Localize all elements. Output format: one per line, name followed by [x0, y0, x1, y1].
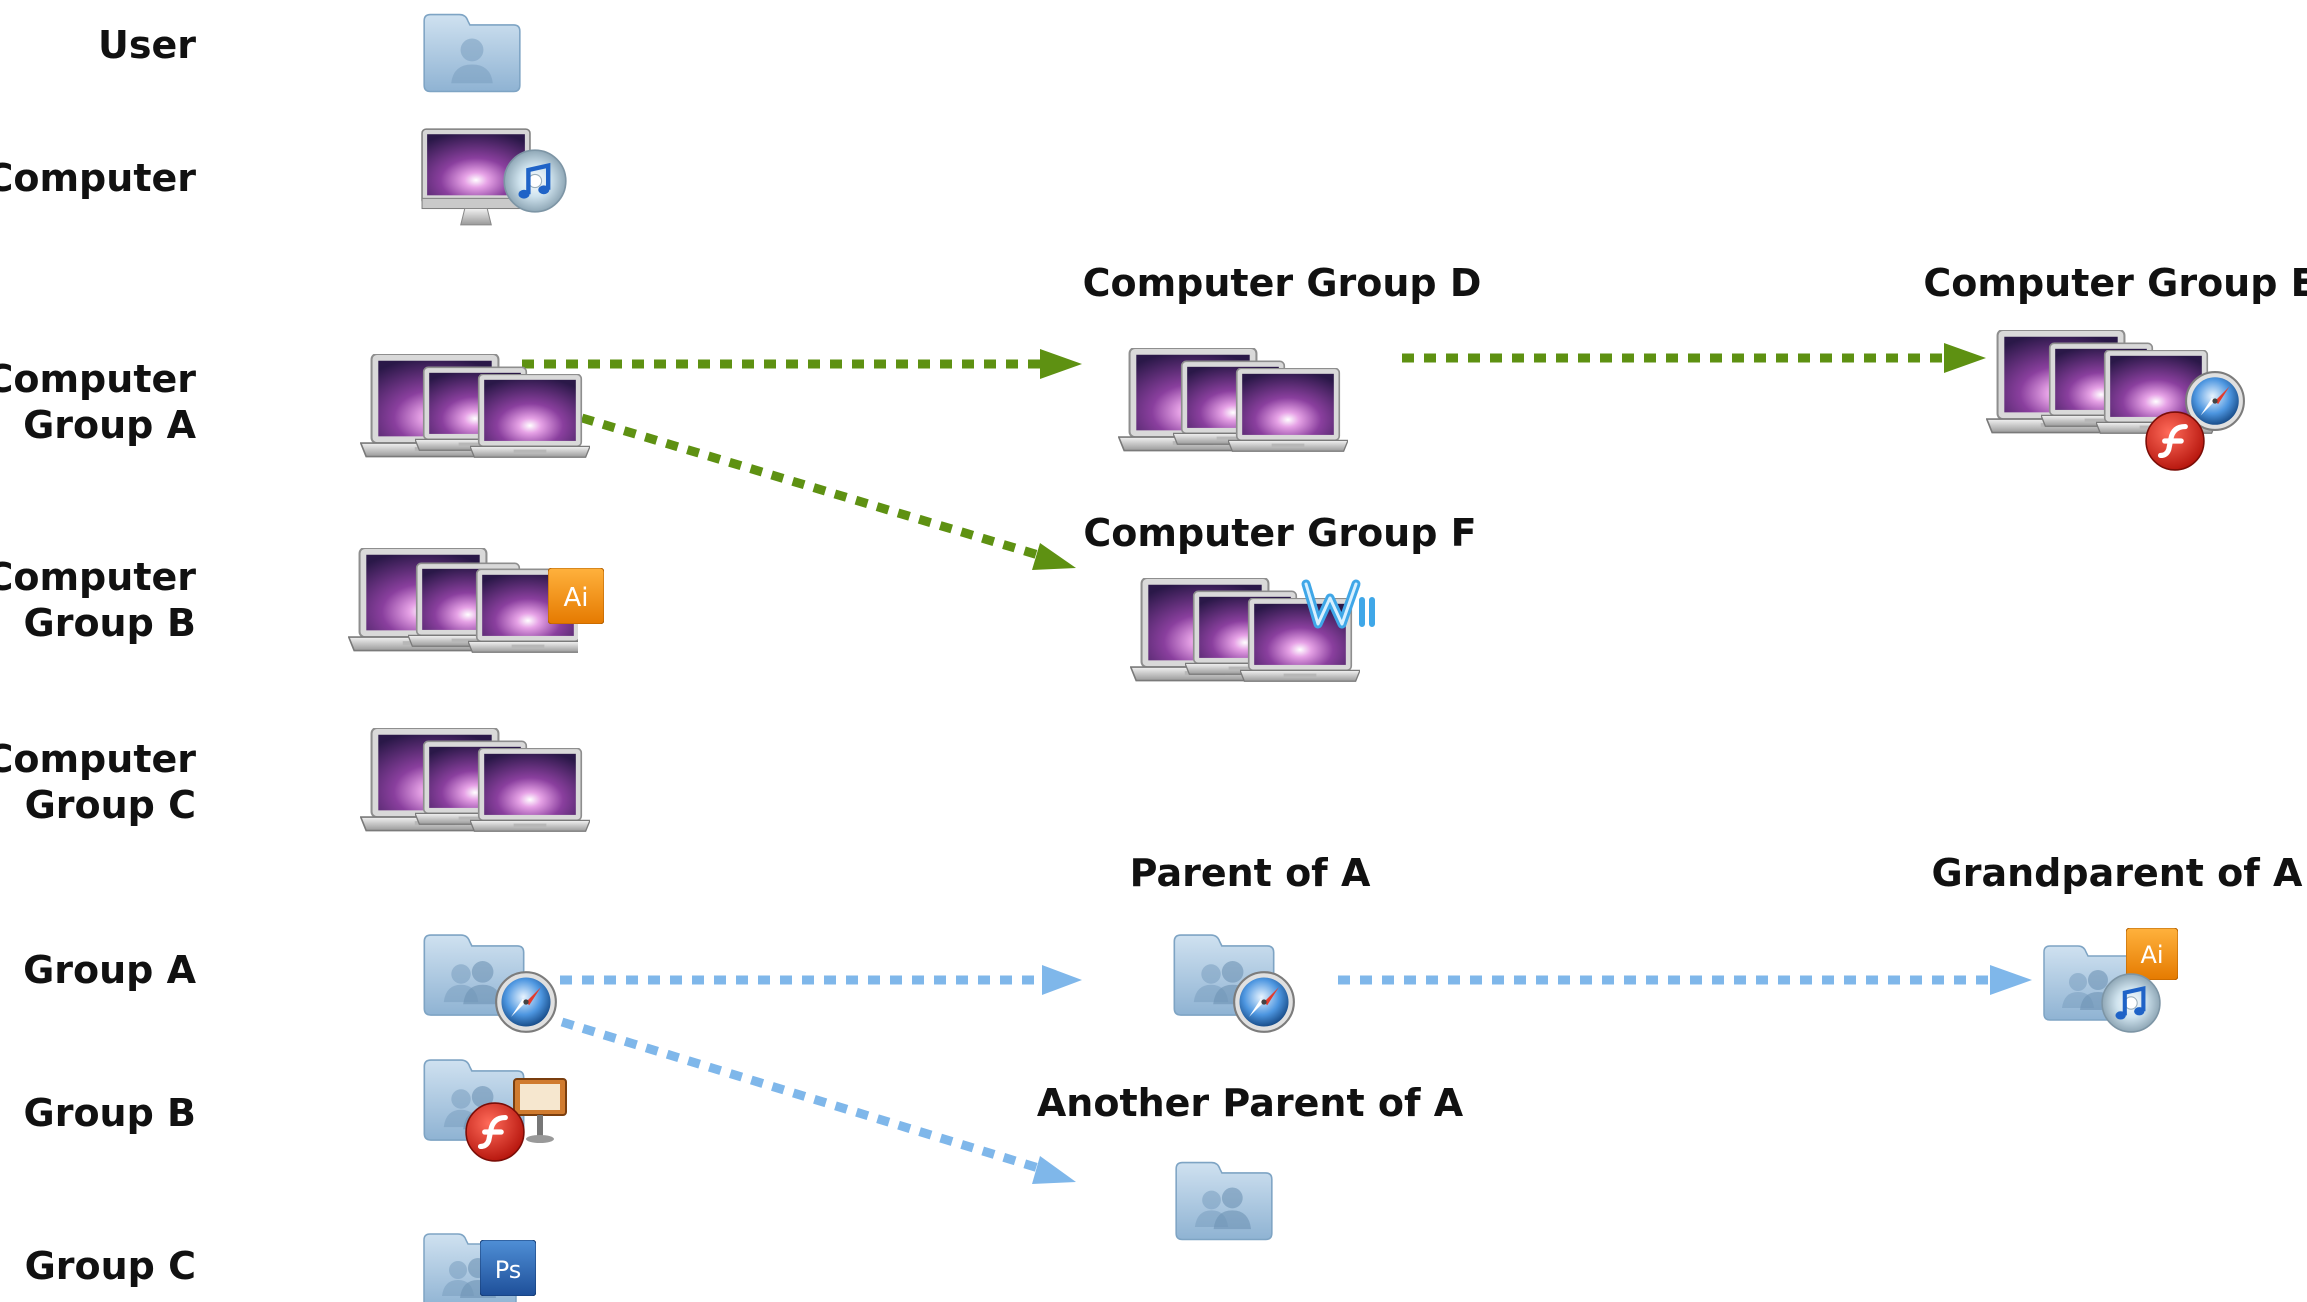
- label-group-b: Group B: [23, 1091, 196, 1135]
- laptop-stack-icon: [348, 548, 578, 654]
- word-icon: [1301, 579, 1375, 629]
- safari-icon: [495, 971, 557, 1033]
- computer-group-f-node: [1130, 578, 1390, 698]
- label-group-a: Group A: [23, 948, 196, 992]
- arrowhead: [1040, 349, 1082, 379]
- group-b-node: [420, 1055, 580, 1165]
- arrow-cga-to-cgf: [580, 413, 1047, 562]
- illustrator-badge-text: Ai: [2140, 941, 2163, 969]
- group-folder-icon: [1175, 1161, 1273, 1241]
- another-parent-of-a-node: [1172, 1158, 1276, 1246]
- grandparent-of-a-node: Ai: [2040, 928, 2200, 1048]
- label-computer: Computer: [0, 156, 196, 200]
- group-a-node: [420, 930, 570, 1040]
- group-arrows: [560, 965, 2032, 1184]
- label-computer-group-f: Computer Group F: [1083, 511, 1477, 555]
- itunes-icon: [502, 148, 568, 214]
- itunes-icon: [2100, 972, 2162, 1034]
- photoshop-icon: Ps: [480, 1240, 536, 1296]
- keynote-icon: [513, 1078, 567, 1143]
- laptop-stack-icon: [360, 728, 590, 833]
- label-line: Group A: [23, 403, 196, 447]
- label-line: Group B: [23, 601, 196, 645]
- arrowhead: [1944, 343, 1986, 373]
- computer-arrows: [522, 343, 1986, 570]
- parent-of-a-node: [1170, 930, 1320, 1040]
- label-group-c: Group C: [24, 1244, 196, 1288]
- computer-group-e-node: [1986, 330, 2266, 470]
- user-folder-icon: [423, 13, 521, 93]
- laptop-stack-icon: [360, 354, 590, 459]
- arrowhead: [1032, 543, 1076, 570]
- label-computer-group-a: Computer Group A: [0, 356, 196, 448]
- flash-icon: [2144, 410, 2206, 472]
- label-computer-group-c: Computer Group C: [0, 736, 196, 828]
- illustrator-badge-text: Ai: [563, 583, 588, 613]
- label-computer-group-e: Computer Group E: [1923, 261, 2307, 305]
- photoshop-badge-text: Ps: [495, 1256, 522, 1284]
- computer-group-c-node: [360, 728, 600, 838]
- arrowhead: [1042, 965, 1082, 995]
- computer-group-a-node: [360, 354, 600, 464]
- computer-group-d-node: [1118, 348, 1358, 458]
- flash-icon: [464, 1101, 526, 1163]
- label-line: Computer: [0, 357, 196, 401]
- label-line: Group C: [24, 783, 196, 827]
- label-grandparent-of-a: Grandparent of A: [1931, 851, 2303, 895]
- illustrator-icon: Ai: [548, 568, 604, 624]
- label-line: Computer: [0, 555, 196, 599]
- label-parent-of-a: Parent of A: [1129, 851, 1371, 895]
- computer-node: [420, 124, 570, 234]
- label-computer-group-b: Computer Group B: [0, 554, 196, 646]
- label-computer-group-d: Computer Group D: [1082, 261, 1482, 305]
- arrowhead: [1032, 1156, 1076, 1184]
- arrow-ga-to-another-parent: [560, 1017, 1047, 1175]
- label-user: User: [98, 23, 196, 67]
- arrowhead: [1990, 965, 2032, 995]
- label-line: Computer: [0, 737, 196, 781]
- illustrator-icon: Ai: [2126, 928, 2178, 980]
- group-c-node: Ps: [420, 1230, 540, 1302]
- laptop-stack-icon: [1118, 348, 1348, 453]
- computer-group-b-node: Ai: [348, 548, 610, 672]
- label-another-parent-of-a: Another Parent of A: [1036, 1081, 1464, 1125]
- safari-icon: [1233, 971, 1295, 1033]
